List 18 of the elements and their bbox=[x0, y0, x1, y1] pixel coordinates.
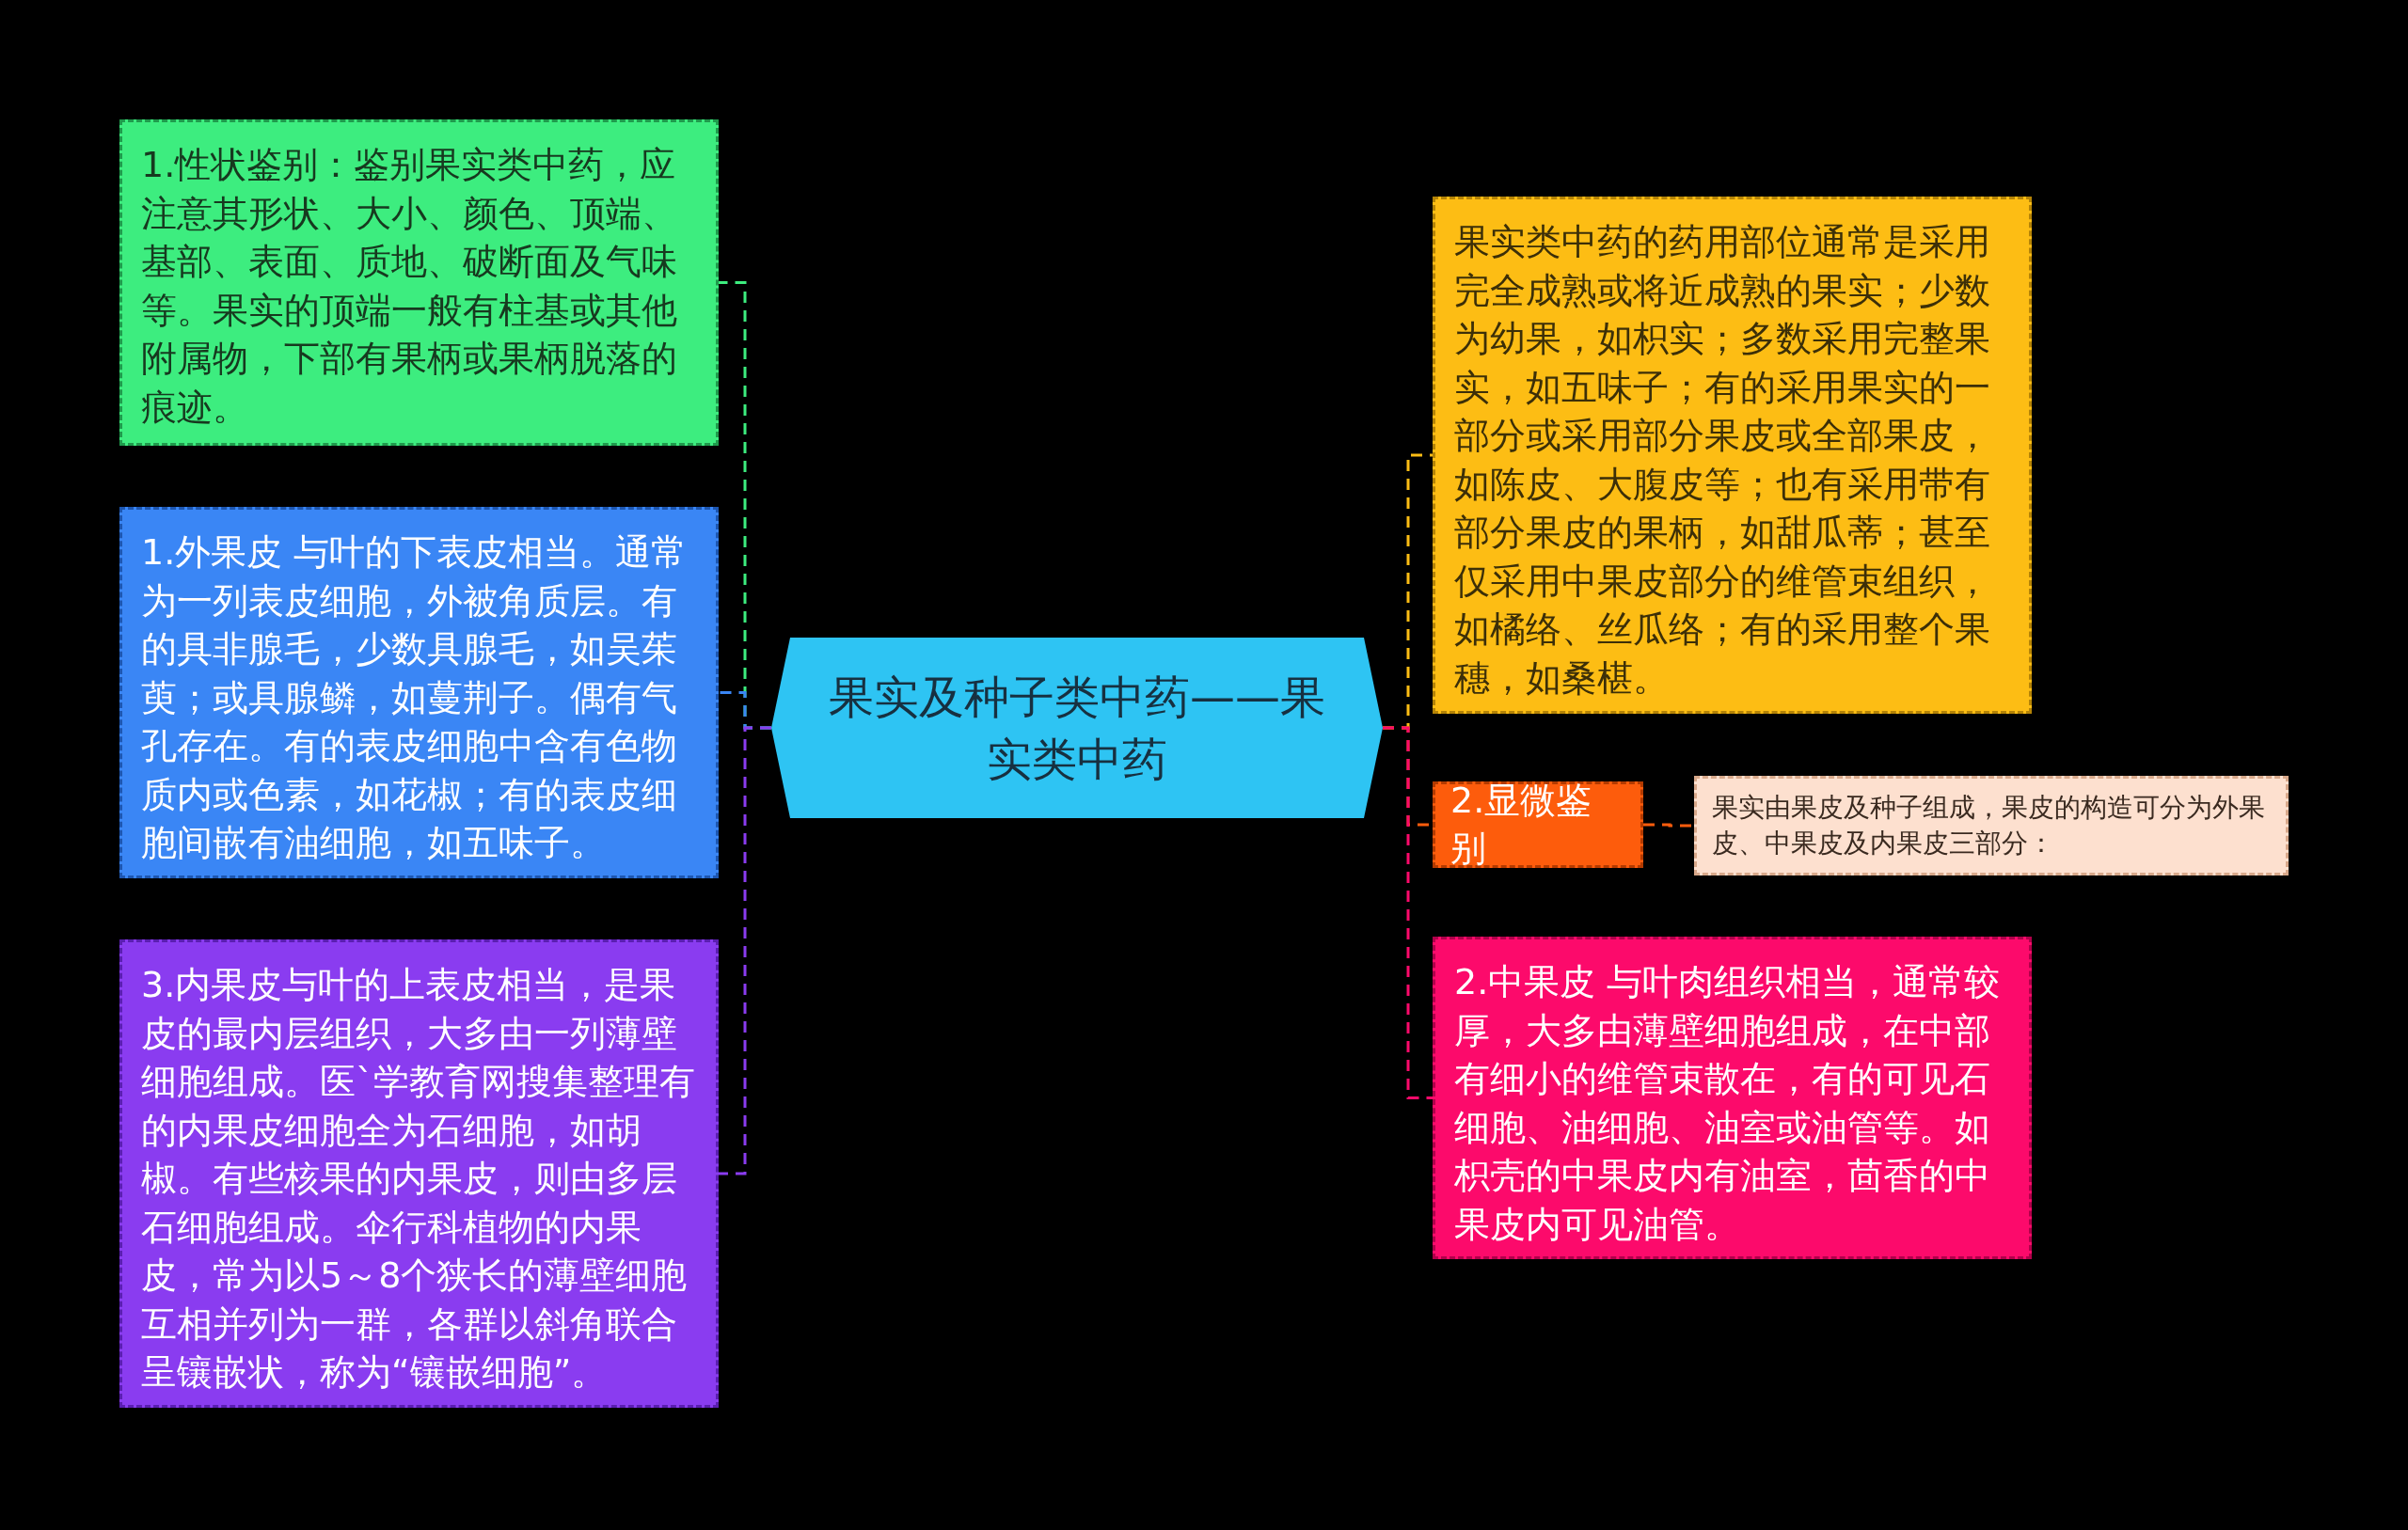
topic-hexagon bbox=[771, 638, 1383, 818]
box-text: 1.外果皮 与叶的下表皮相当。通常为一列表皮细胞，外被角质层。有的具非腺毛，少数具腺毛，如吴茱萸；或具腺鳞，如蔓荆子。偶有气孔存在。有的表皮细胞中含有色物质内或色素，如花椒；有的表皮细胞间嵌有油细胞，如五味子。 bbox=[140, 530, 689, 865]
note-box bbox=[1694, 776, 2289, 875]
box-text: 果实由果皮及种子组成，果皮的构造可分为外果皮、中果皮及内果皮三部分： bbox=[1711, 791, 2266, 860]
branch-box bbox=[1433, 781, 1643, 868]
text-box bbox=[1433, 197, 2032, 714]
box-text: 2.显微鉴别 bbox=[1450, 778, 1593, 871]
connector-line bbox=[1643, 823, 1694, 828]
connector-line bbox=[1383, 726, 1433, 1099]
connector-line bbox=[719, 726, 771, 1175]
text-box bbox=[119, 119, 719, 446]
topic-title: 果实及种子类中药——果实类中药 bbox=[828, 670, 1326, 787]
text-box bbox=[119, 507, 719, 878]
text-box bbox=[1433, 937, 2032, 1259]
box-text: 果实类中药的药用部位通常是采用完全成熟或将近成熟的果实；少数为幼果，如枳实；多数采用完整果实，如五味子；有的采用果实的一部分或采用部分果皮或全部果皮，如陈皮、大腹皮等；也有采用带有部分果皮的果柄，如甜瓜蒂；甚至仅采用中果皮部分的维管束组织，如橘络、丝瓜络；有的采用整个果穗，如桑椹。 bbox=[1453, 220, 1991, 701]
box-text: 2.中果皮 与叶肉组织相当，通常较厚，大多由薄壁细胞组成，在中部有细小的维管束散在，有的可见石细胞、油细胞、油室或油管等。如枳壳的中果皮内有油室，茴香的中果皮内可见油管。 bbox=[1453, 960, 2002, 1247]
box-text: 3.内果皮与叶的上表皮相当，是果皮的最内层组织，大多由一列薄壁细胞组成。医`学教育网搜集整理有的内果皮细胞全为石细胞，如胡椒。有些核果的内果皮，则由多层石细胞组成。伞行科植物的内果皮，常为以5～8个狭长的薄壁细胞互相并列为一群，各群以斜角联合呈镶嵌状，称为“镶嵌细胞”。 bbox=[140, 963, 696, 1395]
box-text: 1.性状鉴别：鉴别果实类中药，应注意其形状、大小、颜色、顶端、基部、表面、质地、破断面及气味等。果实的顶端一般有柱基或其他附属物，下部有果柄或果柄脱落的痕迹。 bbox=[140, 143, 678, 430]
